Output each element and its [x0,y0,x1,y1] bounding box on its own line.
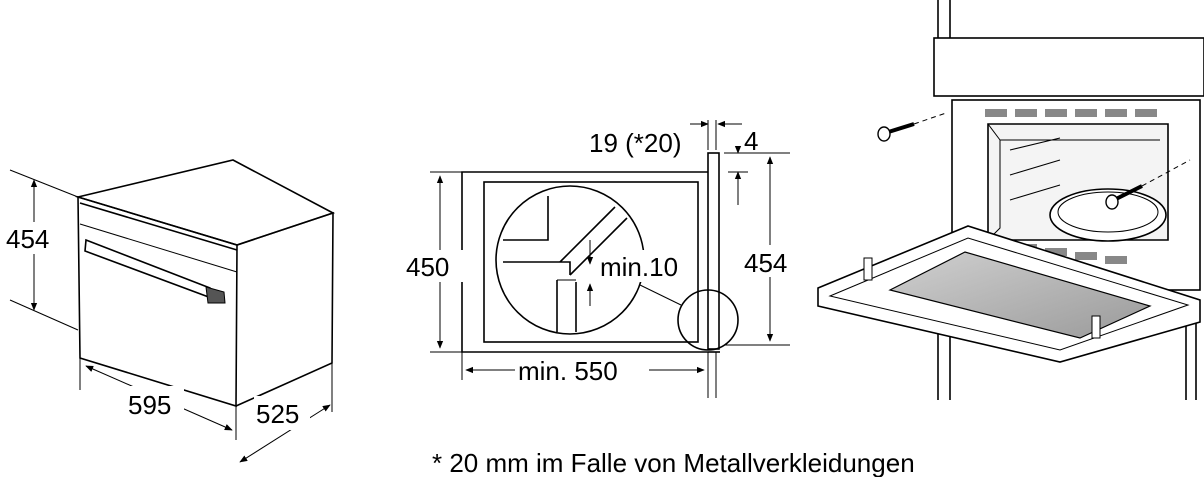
oven-width-label: 595 [128,390,171,420]
door-handle [84,238,216,301]
gap-label: 4 [744,126,758,156]
device-height-label: 454 [744,248,787,278]
front-panel [707,152,720,350]
footnote: * 20 mm im Falle von Metallverkleidungen [432,448,915,477]
oven-height-label: 454 [6,224,49,254]
installation-view [817,0,1204,400]
vent-slots-top [985,109,1157,117]
screw-right [1105,159,1191,210]
oven-perspective: 454 595 525 [2,159,336,463]
oven-depth-label: 525 [256,399,299,429]
control-panel [933,37,1204,97]
niche-height-label: 450 [406,252,449,282]
detail-reference-circle [677,289,739,351]
min-depth-label: min. 550 [518,356,618,386]
oven-side [235,211,334,407]
oven-top-face [74,159,336,246]
control-strip [79,202,238,251]
device-body [483,181,699,343]
door-glass [888,251,1152,339]
screw-left [877,112,947,142]
section-drawing: min.10 450 454 19 (*20) 4 min. 550 [405,120,800,398]
depth-dimension-line [239,404,331,463]
panel-thickness-label: 19 (*20) [589,128,682,158]
min-gap-label: min.10 [600,252,678,282]
